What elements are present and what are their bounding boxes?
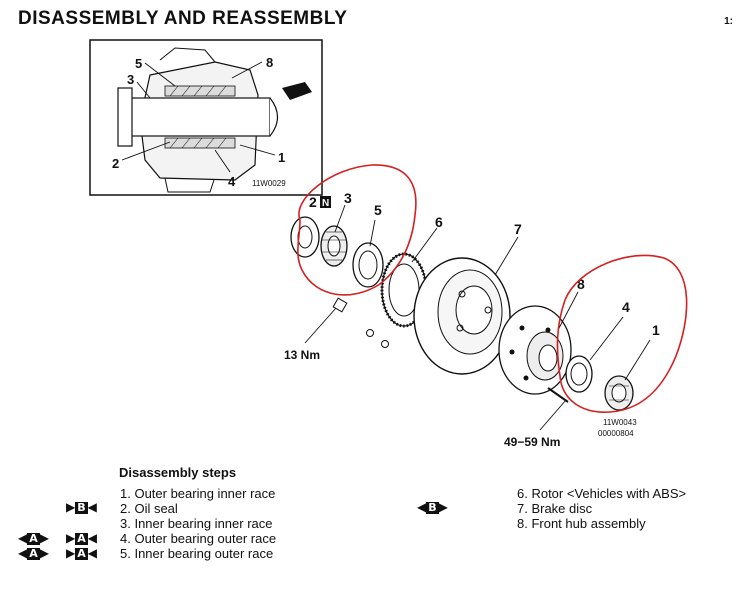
part-7-brake-disc [413,257,511,375]
inset-label-3: 3 [127,72,134,87]
step-1: 1. Outer bearing inner race [120,486,276,501]
part-5-inner-bearing-outer-race [352,242,384,288]
label-part-7: 7 [514,221,522,237]
part-4-outer-bearing-outer-race [565,355,593,393]
step-4: 4. Outer bearing outer race [120,531,277,546]
inset-label-2: 2 [112,156,119,171]
label-part-6: 6 [435,214,443,230]
steps-list-left: 1. Outer bearing inner race 2. Oil seal … [120,486,276,561]
inset-label-1: 1 [278,150,285,165]
part-3-inner-bearing-inner-race [320,225,348,267]
steps-list-right: 6. Rotor <Vehicles with ABS> 7. Brake di… [517,486,686,531]
new-part-badge-box [320,196,331,208]
part-8-front-hub [498,305,572,403]
inset-cross-section: 5 3 8 2 4 1 11W0029 [89,39,323,196]
label-part-4: 4 [622,299,630,315]
part-2-oil-seal [290,216,320,258]
inset-label-4: 4 [228,174,236,189]
bolt-13nm [332,297,389,348]
page-title: DISASSEMBLY AND REASSEMBLY [18,8,348,29]
new-part-badge: N [322,198,329,209]
label-part-5: 5 [374,202,382,218]
step-5: 5. Inner bearing outer race [120,546,274,561]
marker-b-outer: ▶B◀ [66,500,97,514]
inset-figure-code: 11W0029 [252,179,286,188]
figure-code-2: 00000804 [598,429,634,438]
torque-label-13nm: 13 Nm [284,348,320,362]
marker-a-right: ▶A◀ [66,531,97,545]
step-7: 7. Brake disc [517,501,593,516]
label-part-1: 1 [652,322,660,338]
label-part-2: 2 [309,194,317,210]
marker-a-left-2: ◀A▶ [18,546,49,560]
red-annotation-loop-right [556,254,688,413]
step-6: 6. Rotor <Vehicles with ABS> [517,486,687,501]
red-annotation-loop-left [297,164,417,296]
part-1-outer-bearing-inner-race [604,375,634,411]
figure-code-1: 11W0043 [603,418,637,427]
label-part-8: 8 [577,276,585,292]
marker-a-left: ◀A▶ [18,531,49,545]
inset-label-5: 5 [135,56,142,71]
page-number-fragment: 1: [724,16,733,27]
step-2: 2. Oil seal [120,501,178,516]
torque-label-49-59nm: 49−59 Nm [504,435,560,449]
label-part-3: 3 [344,190,352,206]
disassembly-steps-title: Disassembly steps [119,465,237,480]
marker-b-inner: ◀B▶ [417,500,448,514]
step-3: 3. Inner bearing inner race [120,516,273,531]
inset-label-8: 8 [266,55,273,70]
step-8: 8. Front hub assembly [517,516,646,531]
marker-a-right-2: ▶A◀ [66,546,97,560]
